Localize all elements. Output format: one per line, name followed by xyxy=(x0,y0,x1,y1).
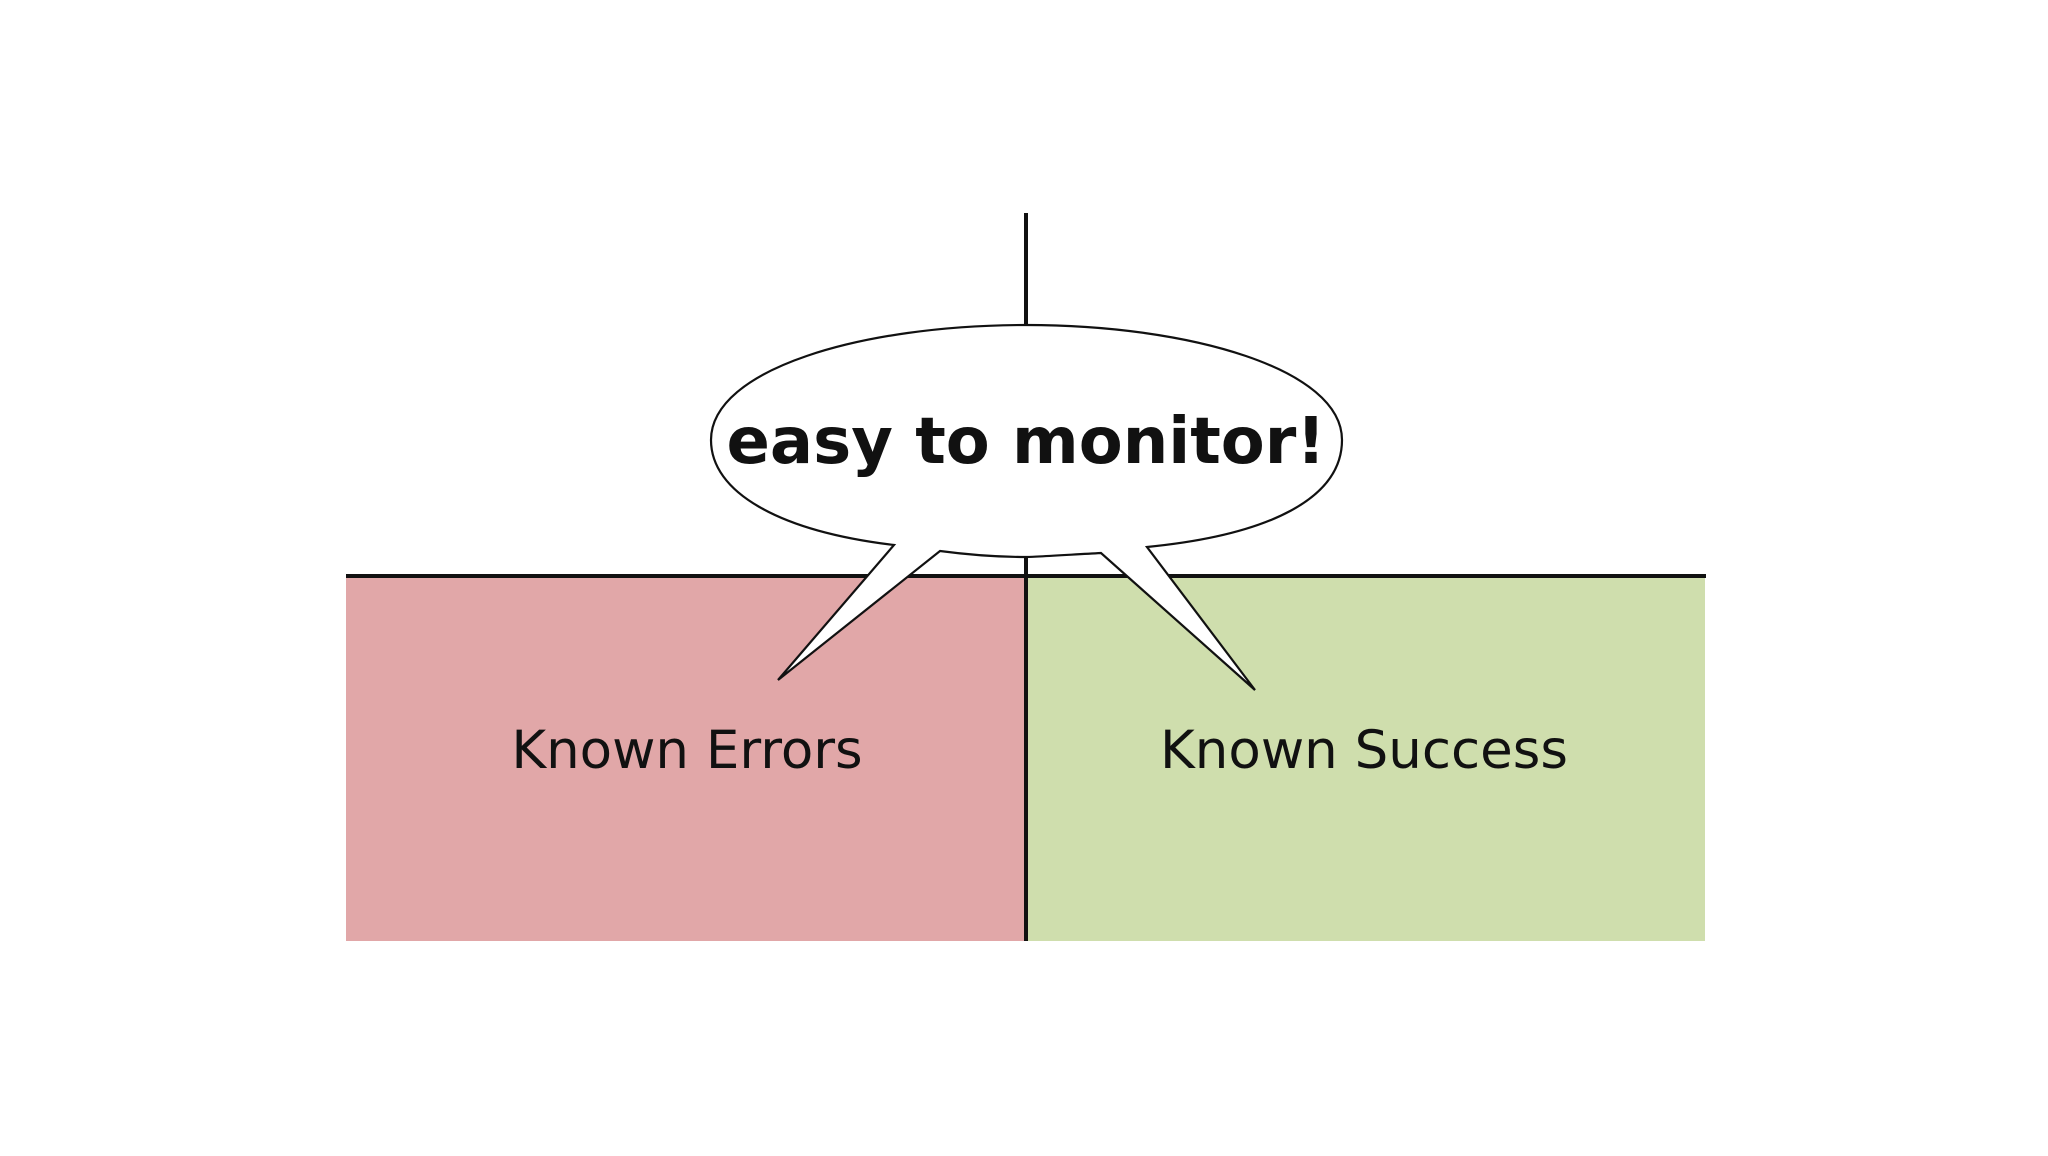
speech-bubble-text: easy to monitor! xyxy=(727,405,1326,479)
known-success-label: Known Success xyxy=(1160,720,1568,781)
known-errors-label: Known Errors xyxy=(511,720,862,781)
known-success-quadrant xyxy=(1027,577,1705,941)
known-errors-quadrant xyxy=(346,577,1025,941)
speech-bubble: easy to monitor! xyxy=(709,323,1344,691)
speech-bubble-shape xyxy=(709,323,1344,691)
